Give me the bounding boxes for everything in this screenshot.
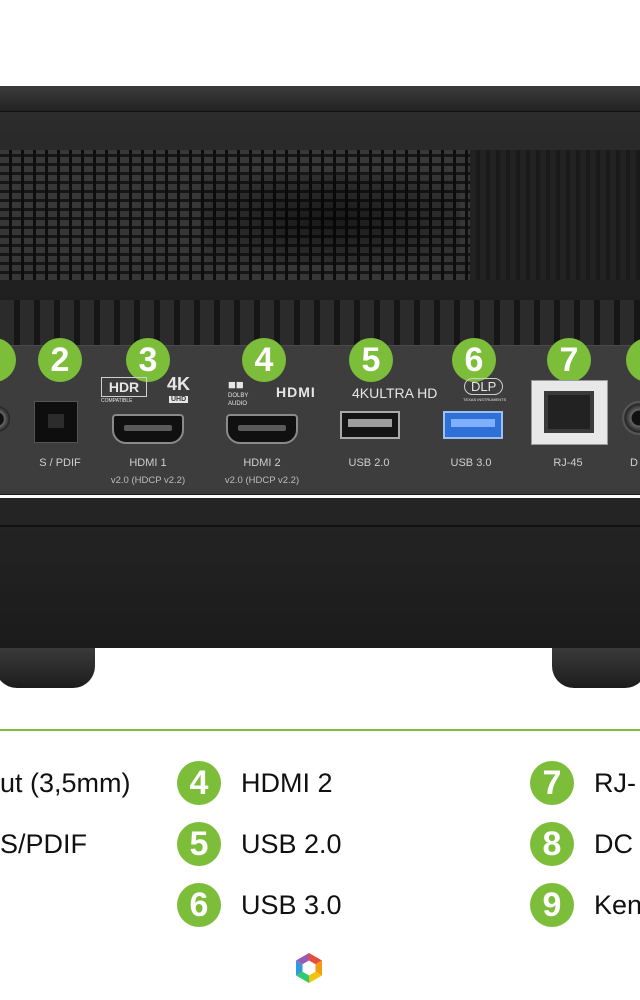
hdmi-2-port <box>226 414 298 444</box>
legend-label: Ken <box>594 889 640 920</box>
uhd-logo: UHD <box>169 396 189 403</box>
legend-item: 5 USB 2.0 <box>177 822 342 866</box>
projector-foot-right <box>552 648 640 688</box>
legend-number-badge: 7 <box>530 761 574 805</box>
dolby-icon: ■■ <box>228 377 244 392</box>
port-label: HDMI 2 <box>243 457 281 469</box>
port-label-clipped-right: D <box>630 457 638 469</box>
port-number-badge-clipped-left <box>0 338 16 382</box>
brand-cube-icon <box>296 953 322 983</box>
dlp-logo: DLP <box>464 378 504 395</box>
body-seam <box>0 525 640 527</box>
projector-rear-photo: 2 3 4 5 6 7 HDR COMPATIBLE 4K UHD ■■ DOL… <box>0 86 640 688</box>
legend-item: 9 Ken <box>530 883 640 927</box>
fan-shadow <box>200 175 460 265</box>
port-number-badge: 5 <box>349 338 393 382</box>
legend-number-badge: 9 <box>530 883 574 927</box>
ultra-hd-logo: 4KULTRA HD <box>352 385 438 401</box>
legend-item: S/PDIF <box>0 822 87 866</box>
legend-label: ut (3,5mm) <box>0 767 131 798</box>
projector-foot-left <box>0 648 95 688</box>
dolby-audio-text: AUDIO <box>228 401 248 407</box>
port-number-badge: 3 <box>126 338 170 382</box>
legend-item: 4 HDMI 2 <box>177 761 333 805</box>
legend-number-badge: 8 <box>530 822 574 866</box>
legend-label: HDMI 2 <box>241 767 333 798</box>
section-divider <box>0 729 640 731</box>
hdr-logo: HDR <box>101 377 147 397</box>
legend-label: USB 3.0 <box>241 889 342 920</box>
port-label: RJ-45 <box>553 457 583 469</box>
port-number-badge: 4 <box>242 338 286 382</box>
legend-label: USB 2.0 <box>241 828 342 859</box>
projector-lower-body <box>0 498 640 648</box>
legend-number-badge: 6 <box>177 883 221 927</box>
port-sublabel: v2.0 (HDCP v2.2) <box>224 475 300 486</box>
port-number-badge: 6 <box>452 338 496 382</box>
port-label: USB 2.0 <box>348 457 390 469</box>
port-label: S / PDIF <box>39 457 81 469</box>
usb-3-port <box>443 411 503 439</box>
legend-label: RJ- <box>594 767 636 798</box>
legend-number-badge: 4 <box>177 761 221 805</box>
legend-item: 7 RJ- <box>530 761 636 805</box>
legend-item: ut (3,5mm) <box>0 761 131 805</box>
legend-item: 8 DC <box>530 822 633 866</box>
vent-slats <box>0 300 640 345</box>
spdif-port <box>34 401 78 443</box>
legend-label: DC <box>594 828 633 859</box>
legend-item: 6 USB 3.0 <box>177 883 342 927</box>
audio-out-port <box>0 406 10 432</box>
usb-2-port <box>340 411 400 439</box>
hdr-compatible-text: COMPATIBLE <box>101 398 133 404</box>
legend-number-badge: 5 <box>177 822 221 866</box>
legend-label: S/PDIF <box>0 828 88 859</box>
port-label: USB 3.0 <box>450 457 492 469</box>
port-number-badge: 7 <box>547 338 591 382</box>
dolby-text: DOLBY <box>228 393 249 399</box>
dlp-subtext: TEXAS INSTRUMENTS <box>463 397 507 402</box>
4k-logo: 4K <box>167 374 191 394</box>
hdmi-1-port <box>112 414 184 444</box>
ventilation-grille-right <box>470 150 640 280</box>
port-number-badge: 2 <box>38 338 82 382</box>
rj45-port <box>531 380 608 445</box>
port-sublabel: v2.0 (HDCP v2.2) <box>110 475 186 486</box>
port-label: HDMI 1 <box>129 457 167 469</box>
dc-port <box>622 401 640 435</box>
port-number-badge-clipped-right <box>626 338 640 382</box>
hdmi-logo: HDMI <box>276 384 316 400</box>
projector-top-cover <box>0 86 640 112</box>
